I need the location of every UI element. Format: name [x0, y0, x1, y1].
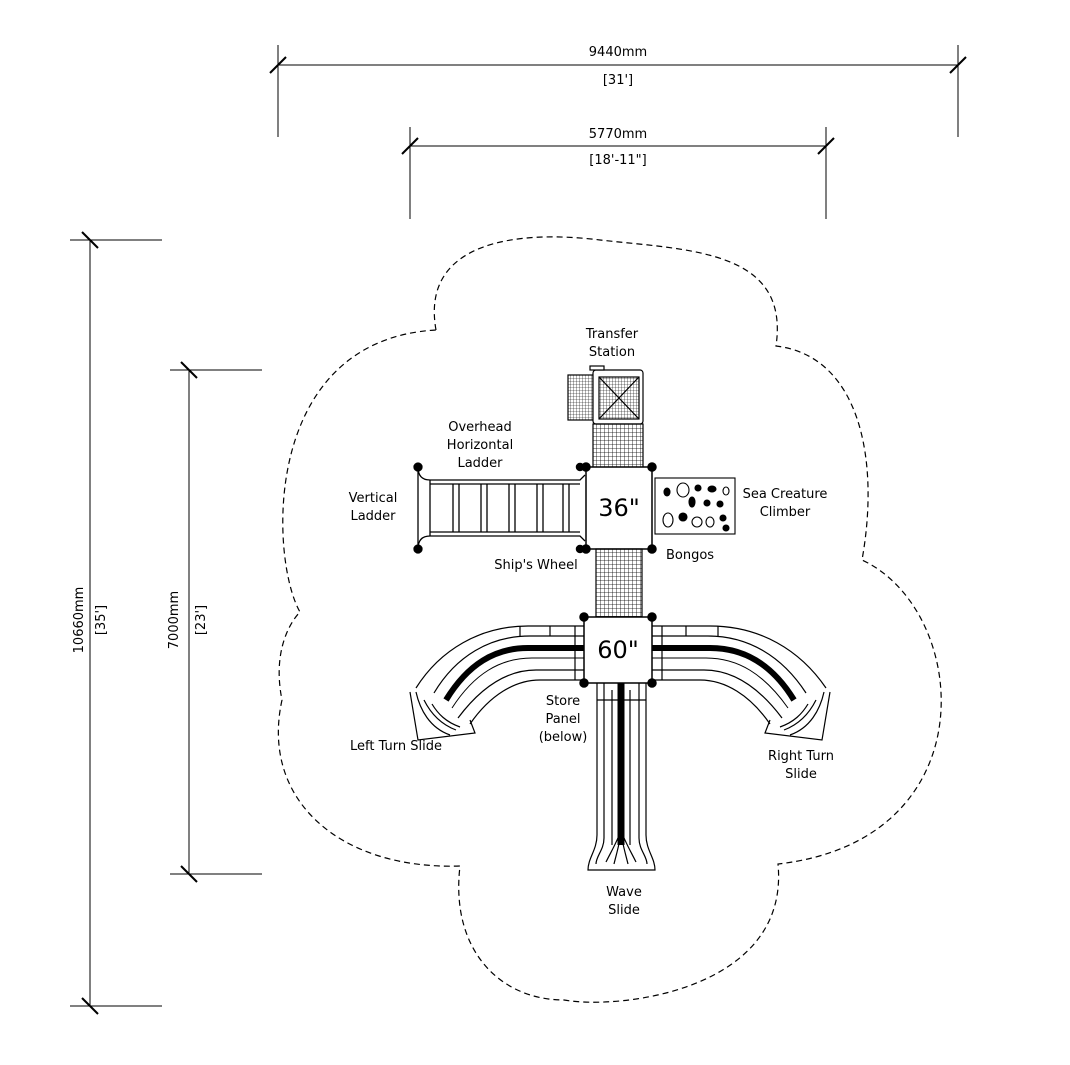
- transfer-steps: [592, 423, 644, 469]
- height-total-mm: 10660mm: [71, 580, 89, 660]
- ships-wheel-label: Ship's Wheel: [494, 558, 578, 573]
- height-inner-ft: [23']: [193, 590, 211, 650]
- deck-60-label: 60": [597, 636, 639, 664]
- sea-creature-climber-label: Sea Creature Climber: [742, 487, 828, 520]
- deck-36-label: 36": [598, 494, 640, 522]
- height-total-ft: [35']: [93, 590, 111, 650]
- deck-36-inch: [575, 462, 657, 554]
- store-panel-label: Store Panel (below): [538, 694, 588, 745]
- transfer-station-label: Transfer Station: [585, 327, 639, 360]
- right-turn-slide: [652, 625, 831, 741]
- height-inner-mm: 7000mm: [166, 585, 184, 655]
- dimension-width-total: [269, 45, 967, 137]
- dimension-width-inner: [401, 127, 835, 219]
- overhead-horizontal-ladder: [413, 462, 586, 554]
- transfer-station: [567, 365, 644, 425]
- left-turn-slide-label: Left Turn Slide: [349, 739, 442, 754]
- width-inner-mm: 5770mm: [583, 126, 653, 144]
- right-turn-slide-label: Right Turn Slide: [768, 749, 834, 782]
- dimension-height-inner: [170, 361, 262, 883]
- wave-slide: [587, 683, 656, 871]
- dimension-height-total: [70, 231, 162, 1015]
- width-total-ft: [31']: [602, 73, 634, 88]
- deck-60-inch: [579, 612, 657, 688]
- overhead-ladder-label: Overhead Horizontal Ladder: [446, 420, 514, 471]
- sea-creature-climber: [654, 477, 736, 535]
- use-zone-boundary: [277, 236, 942, 1003]
- left-turn-slide: [409, 625, 584, 741]
- wave-slide-label: Wave Slide: [606, 885, 642, 918]
- width-inner-ft: [18'-11"]: [589, 153, 647, 168]
- ships-wheel-steps: [595, 548, 643, 618]
- vertical-ladder-label: Vertical Ladder: [348, 491, 398, 524]
- width-total-mm: 9440mm: [583, 44, 653, 62]
- bongos-label: Bongos: [665, 548, 715, 563]
